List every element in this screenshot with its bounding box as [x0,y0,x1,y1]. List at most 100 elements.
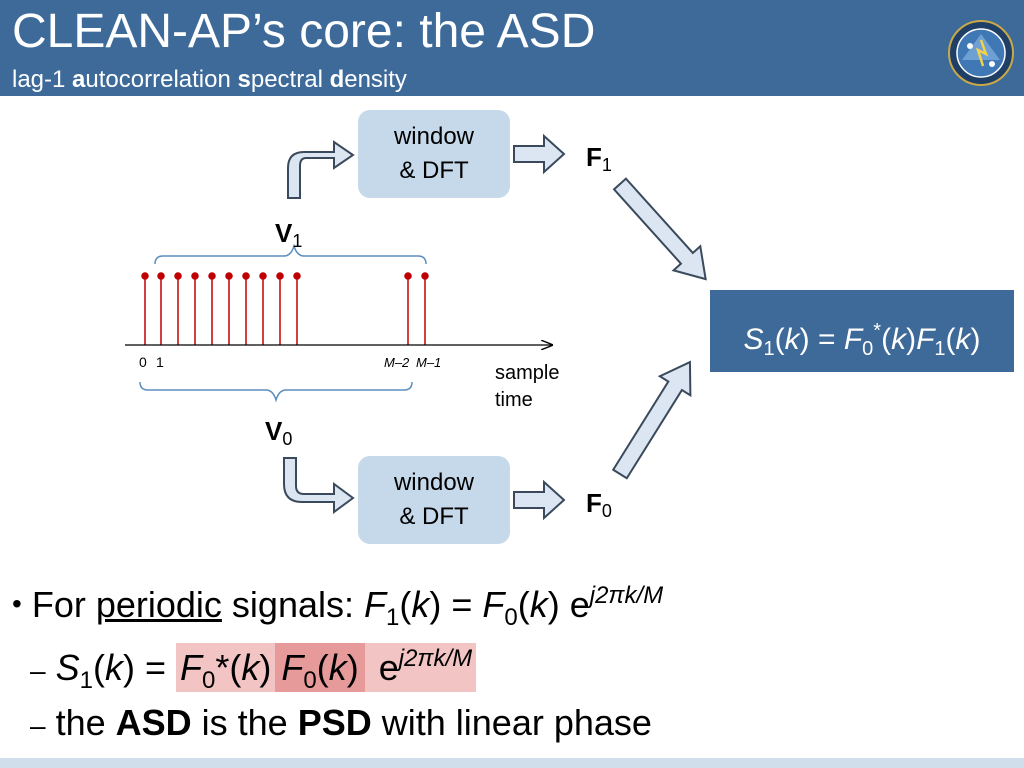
dash: – [30,710,46,741]
b2-text: *( [215,647,242,688]
b1-exponent: j2πk/M [589,582,664,609]
subtitle-part: pectral [250,66,330,93]
b2-highlight-F0: F0(k) [275,643,365,694]
box-bottom-line1: window [393,469,475,496]
label-V1: V1 [275,218,302,252]
brace-V0 [139,381,413,403]
subtitle-bold-d: d [329,66,345,93]
eq-F1-sub: 1 [934,338,946,360]
b1-k: k [529,584,548,625]
b2-text: ( [92,647,105,688]
b2-F0: F [179,647,202,688]
label-V1-main: V [275,218,293,248]
b2-text: ) [346,647,359,688]
title-bar: CLEAN-AP’s core: the ASD lag-1 autocorre… [0,0,1024,96]
b2-exponent: j2πk/M [398,645,473,672]
eq-paren: ( [945,323,956,356]
bent-arrow-to-bottom-window [283,457,355,514]
b2-text: ( [316,647,329,688]
subtitle-bold-a: a [72,66,86,93]
box-bottom-line2: & DFT [399,503,469,530]
label-F0-sub: 0 [601,501,612,521]
label-V0: V0 [265,416,292,450]
label-V0-main: V [265,416,283,446]
result-equation-box: S1(k) = F0*(k)F1(k) [710,290,1014,372]
arrow-window-to-F0 [513,479,566,521]
eq-S: S [743,323,764,356]
b3-text: the [55,702,116,743]
b2-text: ) [259,647,272,688]
eq-k: k [955,323,971,356]
bullet-periodic-signals: • For periodic signals: F1(k) = F0(k) ej… [12,582,663,632]
window-dft-box-top: window & DFT [358,110,510,198]
window-dft-box-bottom: window & DFT [358,456,510,544]
eq-F0-sub: 0 [862,338,874,360]
b1-text: ( [517,584,530,625]
diagram-canvas: 0 1 M–2 M–1 sample time [125,133,707,521]
brace-V1 [154,243,427,265]
tick-label-1: 1 [156,354,164,370]
b1-text: ( [399,584,412,625]
b1-text: ) e [547,584,590,625]
subbullet-S1: – S1(k) = F0*(k)F0(k) ej2πk/M [30,643,477,695]
eq-F1: F [916,323,935,356]
b1-underlined-periodic: periodic [95,584,222,625]
b2-F0-sub: 0 [201,667,216,694]
arrow-F0-to-result [611,360,692,480]
b1-text: For [31,584,96,625]
arrow-window-to-F1 [513,133,566,175]
eq-k: k [891,323,907,356]
label-V0-sub: 0 [282,429,293,449]
label-F0-main: F [586,488,602,518]
b1-F0-sub: 0 [504,604,518,631]
b1-k: k [411,584,430,625]
b3-bold-ASD: ASD [115,702,192,743]
eq-conj: * [873,320,882,342]
eq-k: k [784,323,800,356]
bottom-bar [0,758,1024,768]
subtitle-part: ensity [344,66,407,93]
eq-paren: ) [906,323,917,356]
subtitle-bold-s: s [237,66,251,93]
label-V1-sub: 1 [292,231,303,251]
axis-label-sample: sample [495,362,559,384]
b1-F1: F [364,584,386,625]
b1-text: ) = [429,584,483,625]
b1-text: signals: [221,584,364,625]
label-F0: F0 [586,488,612,522]
eq-equals: ) = [799,323,844,356]
eq-S-sub: 1 [763,338,775,360]
eq-paren: ( [881,323,892,356]
axis-label-time: time [495,389,533,411]
label-F1-sub: 1 [601,155,612,175]
subtitle-part: utocorrelation [85,66,238,93]
b1-F0: F [482,584,505,625]
b2-S: S [55,647,80,688]
eq-paren: ( [774,323,785,356]
organization-seal-logo [948,20,1014,86]
bent-arrow-to-top-window [287,140,355,199]
b2-F0-sub: 0 [303,667,317,694]
b2-S-sub: 1 [79,667,93,694]
b1-F1-sub: 1 [386,604,400,631]
box-top-line1: window [393,123,475,150]
tick-label-0: 0 [139,354,147,370]
b2-k: k [328,647,347,688]
dash: – [30,655,46,686]
b3-bold-PSD: PSD [297,702,372,743]
box-top-line2: & DFT [399,157,469,184]
tick-label-M-2: M–2 [384,355,410,370]
slide-subtitle: lag-1 autocorrelation spectral density [12,66,407,94]
subbullet-ASD-PSD: – the ASD is the PSD with linear phase [30,702,652,744]
b2-e: e [368,647,399,688]
arrow-F1-to-result [612,177,707,281]
b2-highlight-exp: ej2πk/M [364,643,477,692]
eq-paren: ) [970,323,981,356]
b3-text: with linear phase [371,702,652,743]
eq-F0: F [843,323,863,356]
slide-title: CLEAN-AP’s core: the ASD [12,5,596,58]
b2-text: ) = [122,647,176,688]
label-F1: F1 [586,142,612,176]
b2-highlight-F0-conj: F0*(k) [175,643,276,694]
b2-k: k [104,647,123,688]
